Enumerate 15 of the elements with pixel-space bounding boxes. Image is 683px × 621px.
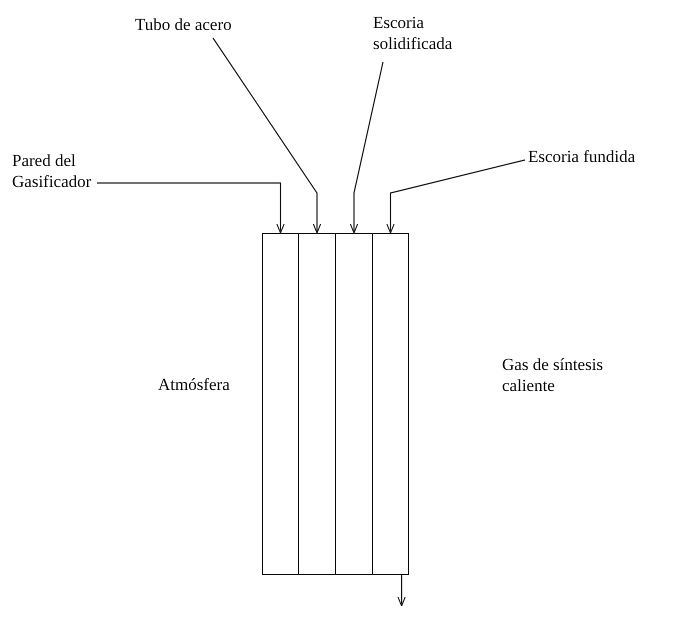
leader-line [350,62,384,234]
wall-layer [335,233,373,575]
region-label: Gas de síntesis caliente [502,354,604,396]
callout-label: Escoria fundida [528,146,636,167]
region-label: Atmósfera [158,374,230,395]
wall-layer [262,233,299,575]
wall-layer [372,233,409,575]
callout-label: Pared del Gasificador [12,150,137,192]
leader-line [97,182,285,234]
callout-label: Escoria solidificada [373,12,483,54]
leader-line [386,159,526,234]
arrow [397,575,406,607]
callout-label: Tubo de acero [135,14,232,35]
leader-line [212,38,322,234]
wall-layer [298,233,336,575]
